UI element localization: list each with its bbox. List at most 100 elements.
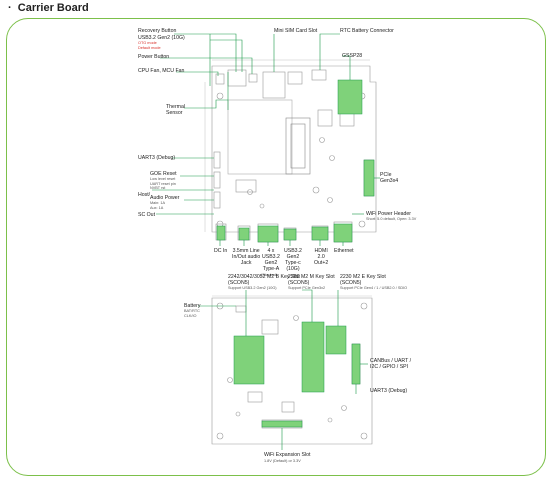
label-m2b: 2242/3042/3052 M2 B Key Slot (SCON5) bbox=[228, 274, 300, 286]
b-comp-2 bbox=[227, 377, 233, 383]
jack-highlight bbox=[238, 227, 250, 241]
label-wifi-header-sub: Short: 5.0 default, Open: 3.3V bbox=[366, 217, 417, 221]
dc-highlight bbox=[216, 225, 226, 241]
label-fan: CPU Fan, MCU Fan bbox=[138, 68, 185, 74]
label-canbus: CANBus / UART / I2C / GPIO / SPI bbox=[370, 358, 412, 370]
ic-block-1 bbox=[317, 109, 333, 127]
usb-c-highlight bbox=[283, 228, 297, 241]
top-board-outline bbox=[211, 65, 377, 233]
label-audio-sub: Main: 1A Aux: 1A bbox=[150, 201, 165, 210]
gssp-highlight bbox=[337, 79, 363, 115]
b-ic-2 bbox=[247, 391, 263, 403]
label-m2e-sub: Support PCIe Gen4 / 1 / USB2.0 / SDIO bbox=[340, 286, 408, 290]
green-frame bbox=[6, 18, 546, 476]
module-area bbox=[227, 99, 293, 175]
label-gssp: GSSP28 bbox=[342, 53, 363, 59]
m2b-slot bbox=[233, 335, 265, 385]
wifi-exp-highlight bbox=[261, 420, 303, 428]
ic-block-3 bbox=[235, 179, 257, 193]
label-pcie: PCIe Gen3x4 bbox=[380, 172, 399, 184]
goe-header bbox=[213, 171, 221, 189]
label-power: Power Button bbox=[138, 54, 170, 60]
component-3 bbox=[312, 186, 320, 194]
component-6 bbox=[259, 203, 265, 209]
label-usbc: USB3.2 Gen2 Type-c (10G) bbox=[284, 248, 302, 272]
uart-header bbox=[213, 151, 221, 169]
b-mount-2 bbox=[360, 302, 368, 310]
rtc-connector bbox=[311, 69, 327, 81]
power-button bbox=[248, 73, 258, 83]
mount-hole-4 bbox=[358, 220, 366, 228]
label-m2e: 2230 M2 E Key Slot (SCON5) bbox=[340, 274, 386, 286]
label-uart3b: UART3 (Debug) bbox=[370, 388, 408, 394]
label-goe-sub: Low level reset UART reset pin NVBT rst bbox=[150, 177, 176, 190]
component-4 bbox=[327, 197, 333, 203]
label-hdmi: HDMI 2.0 Out+2 bbox=[314, 248, 329, 266]
label-m2m-sub: Support PCIe Gen3x2 bbox=[288, 286, 326, 290]
label-m2m: 2280 M2 M Key Slot (SCON5) bbox=[288, 274, 335, 286]
label-eth: Ethernet bbox=[334, 248, 354, 254]
leader-usb bbox=[210, 39, 243, 72]
label-sc: SC Out bbox=[138, 212, 156, 218]
label-usb30-sub: (Stacked) bbox=[261, 273, 278, 277]
label-recovery: Recovery Button bbox=[138, 28, 177, 34]
bottom-leaders bbox=[198, 289, 368, 450]
label-usb30: 4 x USB3.2 Gen2 Type-A bbox=[262, 248, 280, 272]
leader-recovery bbox=[174, 33, 237, 72]
component-2 bbox=[329, 155, 335, 161]
label-uart3: UART3 (Debug) bbox=[138, 155, 176, 161]
leader-gssp bbox=[342, 55, 351, 80]
m2e-slot bbox=[325, 325, 347, 355]
m2m-slot bbox=[301, 321, 325, 393]
chip-block bbox=[285, 117, 311, 175]
bullet: · bbox=[8, 2, 12, 14]
mount-hole-1 bbox=[216, 92, 224, 100]
label-usb: USB3.2 Gen2 (10G) bbox=[138, 35, 185, 41]
label-dc: DC In bbox=[214, 248, 228, 254]
usb-recovery-connector bbox=[227, 69, 247, 87]
leader-thermal bbox=[184, 99, 228, 109]
component-1 bbox=[319, 137, 325, 143]
label-battery: Battery bbox=[184, 303, 201, 309]
label-audio: Audio Power bbox=[150, 195, 180, 201]
label-wifiexp: WiFi Expansion Slot bbox=[264, 452, 311, 458]
label-jack: 3.5mm Line In/Out audio Jack bbox=[232, 248, 261, 266]
top-highlights bbox=[216, 79, 375, 243]
sim-holder bbox=[287, 71, 303, 85]
b-mount-3 bbox=[216, 432, 224, 440]
title-text: Carrier Board bbox=[17, 2, 89, 14]
label-battery-sub: BAT/RTC CLK/IO bbox=[184, 309, 200, 318]
label-rtc: RTC Battery Connector bbox=[340, 28, 394, 34]
leader-fan bbox=[176, 71, 219, 76]
b-ic-1 bbox=[261, 319, 279, 335]
leader-rtc bbox=[319, 33, 340, 70]
label-usb-red: OTG mode Default mode bbox=[138, 41, 161, 50]
label-host: Host/ bbox=[138, 192, 151, 198]
label-wifi-header: WiFi Power Header bbox=[366, 211, 411, 217]
audio-header bbox=[213, 191, 221, 209]
top-leaders bbox=[152, 33, 380, 246]
bottom-highlights bbox=[233, 321, 361, 428]
b-comp-4 bbox=[327, 417, 333, 423]
b-comp-5 bbox=[235, 411, 241, 417]
label-goe: GOE Reset bbox=[150, 171, 177, 177]
canbus-highlight bbox=[351, 343, 361, 385]
leader-m2m bbox=[302, 289, 313, 322]
b-mount-4 bbox=[360, 432, 368, 440]
ethernet-highlight bbox=[333, 223, 353, 243]
label-thermal: Thermal Sensor bbox=[166, 104, 186, 116]
chip-inner bbox=[290, 123, 306, 169]
usb-a-highlight bbox=[257, 225, 279, 243]
label-wifiexp-sub: 1.8V (Default) or 3.3V bbox=[264, 459, 301, 463]
minisim-slot bbox=[262, 71, 286, 99]
hdmi-highlight bbox=[311, 226, 329, 241]
leader-power bbox=[160, 57, 253, 74]
page-title: · Carrier Board bbox=[8, 2, 89, 14]
b-comp-3 bbox=[341, 405, 347, 411]
bottom-board-outline bbox=[211, 297, 373, 445]
label-minisim: Mini SIM Card Slot bbox=[274, 28, 318, 34]
pcie-highlight bbox=[363, 159, 375, 197]
b-comp-1 bbox=[293, 315, 299, 321]
label-m2b-sub: Support USB3.2 Gen2 (10G) bbox=[228, 286, 277, 290]
